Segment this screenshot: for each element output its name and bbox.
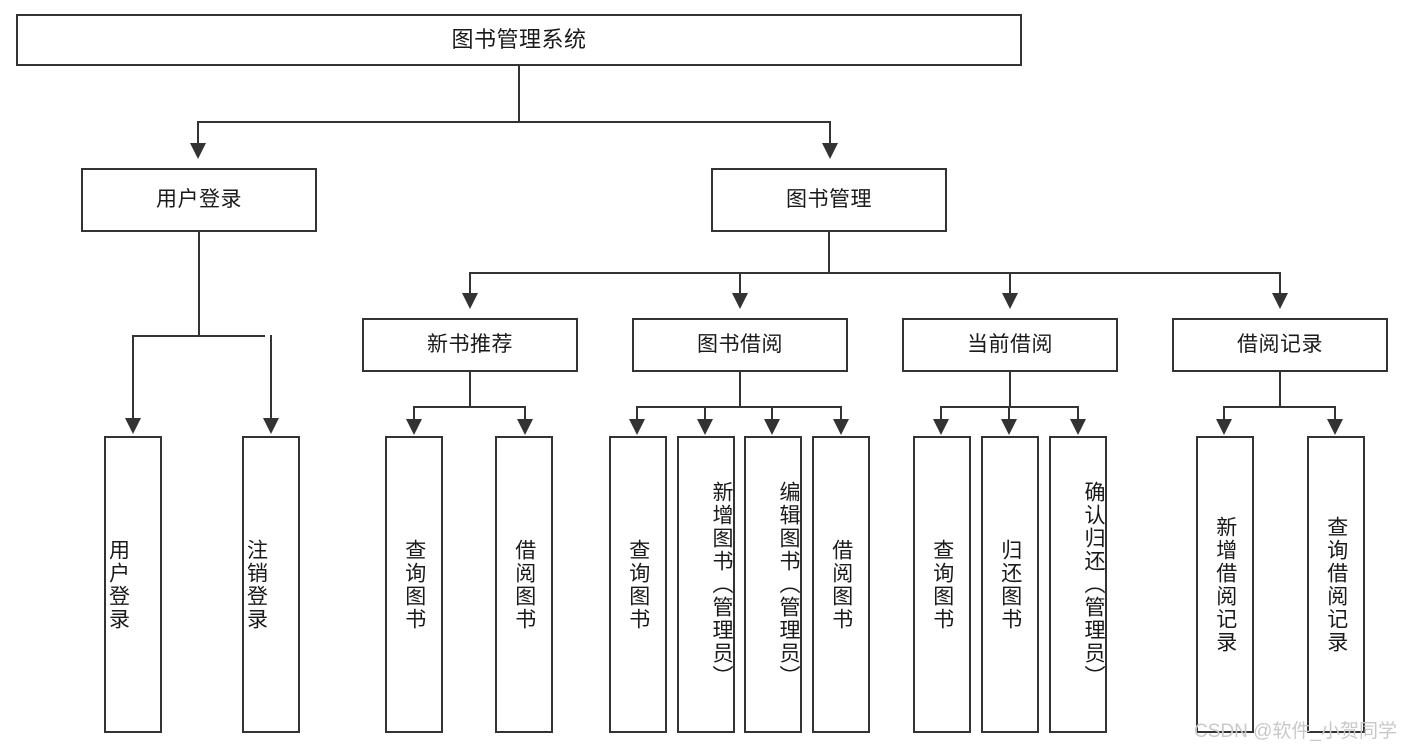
- leaf-cb-query-book[interactable]: 查询图书: [913, 436, 971, 733]
- arrow-down-icon-bb-borrow: [833, 419, 849, 435]
- leaf-nb-query-book[interactable]: 查询图书: [385, 436, 443, 733]
- connector-drop-nb-query: [413, 406, 415, 422]
- arrow-down-icon-nb-borrow: [517, 419, 533, 435]
- arrow-down-icon-cb-query: [933, 419, 949, 435]
- arrow-down-icon-nb-query: [406, 419, 422, 435]
- connector-new-book-stem: [469, 372, 471, 408]
- connector-book-management-stem: [828, 232, 830, 274]
- connector-drop-cb-return: [1008, 406, 1010, 422]
- node-current-borrow[interactable]: 当前借阅: [902, 318, 1118, 372]
- node-root-library-management-system[interactable]: 图书管理系统: [16, 14, 1022, 66]
- arrow-down-icon-bb-add: [697, 419, 713, 435]
- connector-book-borrow-stem: [739, 372, 741, 408]
- csdn-watermark: CSDN @软件_小贺同学: [1194, 721, 1397, 742]
- arrow-down-icon-current-borrow: [1002, 293, 1018, 309]
- arrow-down-icon-cb-confirm: [1070, 419, 1086, 435]
- connector-level3-bus: [469, 272, 1281, 274]
- connector-drop-new-book: [469, 272, 471, 296]
- connector-drop-user-login: [197, 121, 199, 147]
- connector-drop-book-borrow: [739, 272, 741, 296]
- arrow-down-icon-leaf-user-login: [125, 418, 141, 434]
- connector-user-login-bus: [133, 335, 265, 337]
- arrow-down-icon-bb-edit: [764, 419, 780, 435]
- connector-current-borrow-bus: [941, 406, 1079, 408]
- connector-borrow-record-stem: [1279, 372, 1281, 408]
- connector-current-borrow-stem: [1009, 372, 1011, 408]
- arrow-down-icon-new-book: [462, 293, 478, 309]
- connector-drop-br-add: [1223, 406, 1225, 422]
- leaf-bb-query-book[interactable]: 查询图书: [609, 436, 667, 733]
- leaf-cb-confirm-return-admin[interactable]: 确认归还（管理员）: [1049, 436, 1107, 733]
- connector-borrow-record-bus: [1224, 406, 1336, 408]
- leaf-nb-borrow-book[interactable]: 借阅图书: [495, 436, 553, 733]
- arrow-down-icon-book-borrow: [732, 293, 748, 309]
- leaf-cb-return-book[interactable]: 归还图书: [981, 436, 1039, 733]
- node-user-login[interactable]: 用户登录: [81, 168, 317, 232]
- connector-root-stem: [518, 66, 520, 122]
- node-book-borrow[interactable]: 图书借阅: [632, 318, 848, 372]
- connector-new-book-bus: [414, 406, 526, 408]
- connector-drop-nb-borrow: [524, 406, 526, 422]
- leaf-logout[interactable]: 注销登录: [242, 436, 300, 733]
- connector-drop-bb-add: [704, 406, 706, 422]
- leaf-bb-edit-book-admin[interactable]: 编辑图书（管理员）: [744, 436, 802, 733]
- leaf-br-query-record[interactable]: 查询借阅记录: [1307, 436, 1365, 733]
- connector-drop-cb-confirm: [1077, 406, 1079, 422]
- leaf-user-login[interactable]: 用户登录: [104, 436, 162, 733]
- arrow-down-icon-leaf-logout: [263, 418, 279, 434]
- connector-drop-book-management: [829, 121, 831, 147]
- connector-drop-leaf-user-login: [132, 335, 134, 421]
- leaf-bb-add-book-admin[interactable]: 新增图书（管理员）: [677, 436, 735, 733]
- connector-drop-leaf-logout: [270, 335, 272, 421]
- arrow-down-icon-bb-query: [629, 419, 645, 435]
- node-borrow-record[interactable]: 借阅记录: [1172, 318, 1388, 372]
- connector-drop-borrow-record: [1279, 272, 1281, 296]
- arrow-down-icon-br-query: [1327, 419, 1343, 435]
- arrow-down-icon-br-add: [1216, 419, 1232, 435]
- connector-drop-cb-query: [940, 406, 942, 422]
- connector-book-borrow-bus: [637, 406, 842, 408]
- connector-drop-bb-query: [636, 406, 638, 422]
- connector-drop-br-query: [1334, 406, 1336, 422]
- leaf-bb-borrow-book[interactable]: 借阅图书: [812, 436, 870, 733]
- arrow-down-icon-book-management: [822, 143, 838, 159]
- arrow-down-icon-user-login: [190, 143, 206, 159]
- node-book-management[interactable]: 图书管理: [711, 168, 947, 232]
- connector-drop-current-borrow: [1009, 272, 1011, 296]
- connector-drop-bb-borrow: [840, 406, 842, 422]
- node-new-book-recommend[interactable]: 新书推荐: [362, 318, 578, 372]
- connector-user-login-stem: [198, 232, 200, 336]
- connector-drop-bb-edit: [771, 406, 773, 422]
- arrow-down-icon-cb-return: [1001, 419, 1017, 435]
- leaf-br-add-record[interactable]: 新增借阅记录: [1196, 436, 1254, 733]
- connector-level2-bus: [197, 121, 831, 123]
- arrow-down-icon-borrow-record: [1272, 293, 1288, 309]
